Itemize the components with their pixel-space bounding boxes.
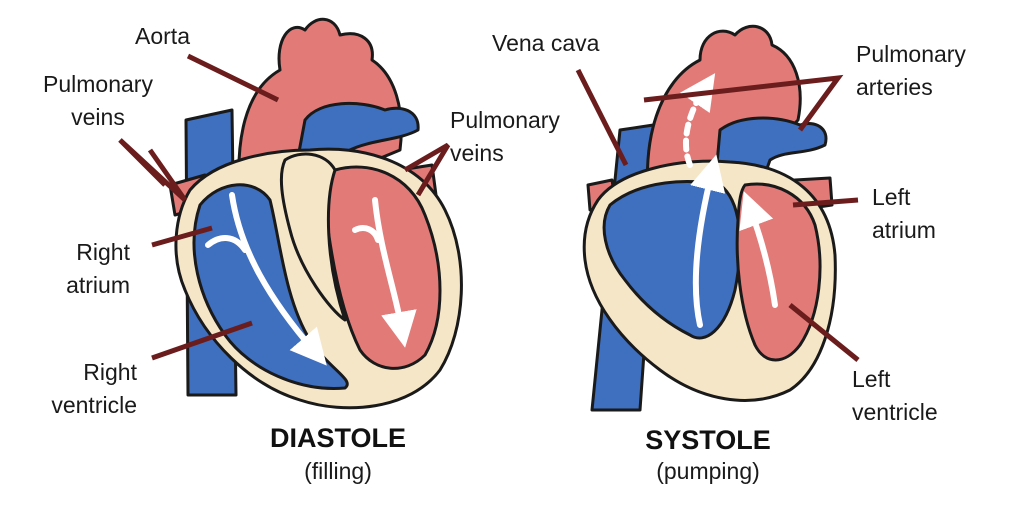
diastole-flow-right <box>229 192 327 366</box>
leader-lines <box>118 53 860 362</box>
diastole-subtitle: (filling) <box>304 458 372 484</box>
leader-aorta <box>186 53 280 103</box>
systole-subtitle: (pumping) <box>656 458 760 484</box>
diastole-septum <box>279 152 347 322</box>
diastole-flow-left-branch <box>352 225 381 243</box>
leader-pulmonary-arteries <box>643 74 844 132</box>
systole-title: SYSTOLE <box>645 425 771 455</box>
diastole-heart <box>168 17 463 410</box>
leader-right-ventricle <box>151 320 253 361</box>
label-right-atrium: Right atrium <box>66 239 130 298</box>
diastole-flow-left <box>372 197 417 348</box>
leader-left-ventricle <box>788 303 860 362</box>
leader-pulmonary-veins-right <box>403 142 451 197</box>
systole-flow-left <box>739 191 778 308</box>
leader-vena-cava <box>575 68 629 167</box>
leader-right-atrium <box>151 225 213 248</box>
diastole-right-chambers <box>192 183 349 390</box>
label-pulmonary-arteries: Pulmonary arteries <box>856 41 966 100</box>
label-pulmonary-veins-right: Pulmonary veins <box>450 107 560 166</box>
label-left-atrium: Left atrium <box>872 184 936 243</box>
diastole-flow-right-branch <box>205 235 248 253</box>
leader-pulmonary-veins-left <box>118 138 187 202</box>
label-aorta: Aorta <box>135 23 190 49</box>
systole-flow-right <box>690 154 726 328</box>
label-left-ventricle: Left ventricle <box>852 366 938 425</box>
label-right-ventricle: Right ventricle <box>51 359 137 418</box>
leader-left-atrium <box>792 197 859 208</box>
diastole-title: DIASTOLE <box>269 423 406 453</box>
diastole-flow-arrows <box>205 192 417 366</box>
leader-pulmonary-veins-left-b <box>147 148 188 202</box>
label-vena-cava: Vena cava <box>492 30 600 56</box>
label-pulmonary-veins-left: Pulmonary veins <box>43 71 153 130</box>
